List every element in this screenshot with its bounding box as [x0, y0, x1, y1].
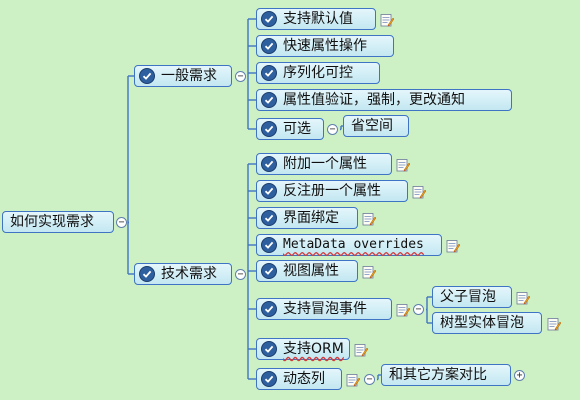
node-label: 省空间	[351, 118, 393, 134]
node-label: 动态列	[283, 371, 325, 387]
check-icon	[261, 341, 277, 357]
node-label: 树型实体冒泡	[440, 315, 524, 331]
node-label: 可选	[283, 121, 311, 137]
check-icon	[261, 156, 277, 172]
node-label: 属性值验证，强制，更改通知	[283, 92, 465, 108]
check-icon	[261, 237, 277, 253]
root-node[interactable]: 如何实现需求	[2, 211, 114, 233]
node-label: 快速属性操作	[283, 38, 367, 54]
node-default-value[interactable]: 支持默认值	[256, 8, 376, 30]
node-support-orm[interactable]: 支持ORM	[256, 338, 350, 360]
branch-collapse-toggle[interactable]: −	[235, 269, 246, 280]
note-icon[interactable]	[354, 342, 369, 357]
note-icon[interactable]	[547, 316, 562, 331]
node-label: 反注册一个属性	[283, 183, 381, 199]
node-attach-property[interactable]: 附加一个属性	[256, 153, 392, 175]
node-fast-property-op[interactable]: 快速属性操作	[256, 35, 394, 57]
branch-node-general[interactable]: 一般需求	[134, 65, 232, 87]
node-label: MetaData overrides	[283, 237, 424, 252]
node-dynamic-column[interactable]: 动态列	[256, 368, 342, 390]
check-icon	[261, 371, 277, 387]
node-label: 和其它方案对比	[389, 367, 487, 383]
note-icon[interactable]	[346, 372, 361, 387]
check-icon	[261, 301, 277, 317]
check-icon	[261, 121, 277, 137]
compare-expand-toggle[interactable]: +	[514, 370, 525, 381]
node-save-space[interactable]: 省空间	[343, 115, 409, 137]
check-icon	[261, 11, 277, 27]
check-icon	[261, 65, 277, 81]
note-icon[interactable]	[362, 211, 377, 226]
note-icon[interactable]	[380, 12, 395, 27]
node-tree-entity-bubble[interactable]: 树型实体冒泡	[432, 312, 542, 334]
bubble-collapse-toggle[interactable]: −	[413, 304, 424, 315]
check-icon	[261, 183, 277, 199]
note-icon[interactable]	[516, 290, 531, 305]
node-label: 视图属性	[283, 263, 339, 279]
note-icon[interactable]	[362, 264, 377, 279]
node-view-property[interactable]: 视图属性	[256, 260, 358, 282]
branch-label: 一般需求	[161, 68, 217, 84]
check-icon	[139, 266, 155, 282]
node-label: 父子冒泡	[440, 289, 496, 305]
note-icon[interactable]	[396, 302, 411, 317]
node-parent-child-bubble[interactable]: 父子冒泡	[432, 286, 512, 308]
branch-collapse-toggle[interactable]: −	[235, 71, 246, 82]
optional-collapse-toggle[interactable]: −	[327, 124, 338, 135]
node-label: 支持ORM	[283, 341, 344, 357]
node-unregister-property[interactable]: 反注册一个属性	[256, 180, 408, 202]
note-icon[interactable]	[412, 184, 427, 199]
node-label: 支持冒泡事件	[283, 301, 367, 317]
root-collapse-toggle[interactable]: −	[116, 217, 127, 228]
check-icon	[261, 38, 277, 54]
dynamic-collapse-toggle[interactable]: −	[364, 374, 375, 385]
node-label: 支持默认值	[283, 11, 353, 27]
check-icon	[261, 263, 277, 279]
check-icon	[261, 92, 277, 108]
note-icon[interactable]	[446, 238, 461, 253]
node-metadata-overrides[interactable]: MetaData overrides	[256, 234, 442, 256]
node-validation[interactable]: 属性值验证，强制，更改通知	[256, 89, 512, 111]
node-compare-other-solutions[interactable]: 和其它方案对比	[381, 364, 511, 386]
node-label: 界面绑定	[283, 210, 339, 226]
check-icon	[261, 210, 277, 226]
branch-node-technical[interactable]: 技术需求	[134, 263, 232, 285]
check-icon	[139, 68, 155, 84]
root-label: 如何实现需求	[10, 214, 94, 230]
node-label: 附加一个属性	[283, 156, 367, 172]
node-label: 序列化可控	[283, 65, 353, 81]
note-icon[interactable]	[396, 157, 411, 172]
node-bubble-events[interactable]: 支持冒泡事件	[256, 298, 392, 320]
branch-label: 技术需求	[161, 266, 217, 282]
node-serialization[interactable]: 序列化可控	[256, 62, 380, 84]
node-optional[interactable]: 可选	[256, 118, 324, 140]
node-ui-binding[interactable]: 界面绑定	[256, 207, 358, 229]
